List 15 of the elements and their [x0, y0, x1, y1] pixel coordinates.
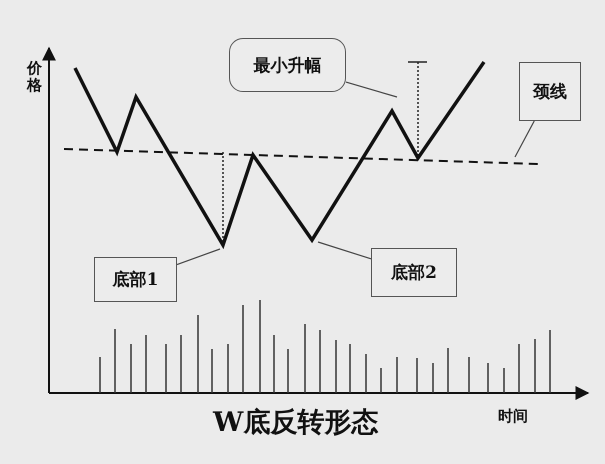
axis-label: 时间 — [498, 408, 529, 425]
callout-box — [519, 62, 581, 121]
callout-box — [94, 257, 177, 302]
callout-box — [229, 38, 346, 92]
axis-label: 价格 — [27, 60, 43, 94]
leader-line — [514, 120, 535, 158]
leader-line — [346, 82, 398, 98]
leader-line — [176, 248, 220, 266]
caption: W底反转形态 — [213, 406, 378, 440]
callout-text: 颈线 — [533, 81, 567, 103]
leader-line — [318, 241, 372, 260]
callout-text: 底部1 — [112, 269, 158, 291]
callout-text: 最小升幅 — [254, 54, 322, 76]
callout-box — [371, 248, 457, 297]
callout-text: 底部2 — [391, 262, 437, 284]
